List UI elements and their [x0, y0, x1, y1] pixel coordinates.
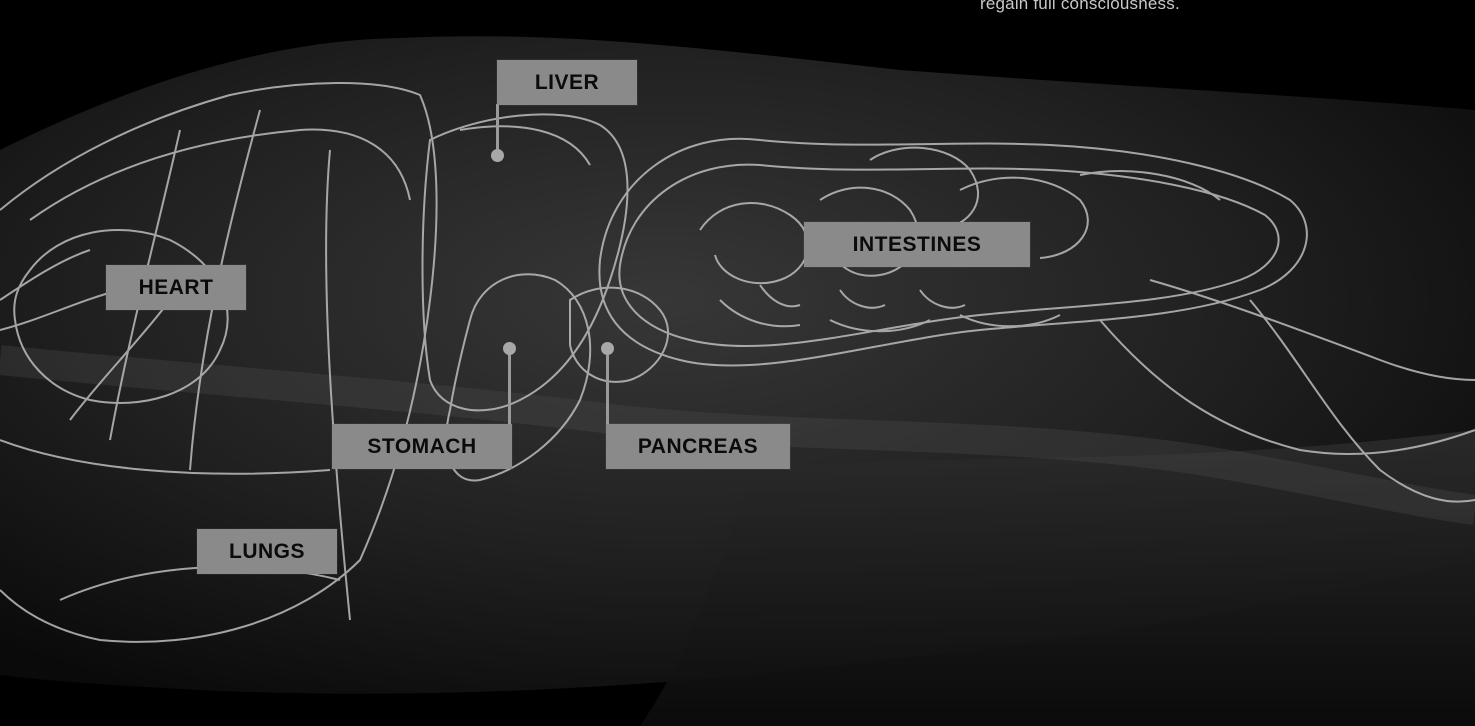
label-lungs-text: LUNGS [229, 540, 305, 564]
label-liver[interactable]: LIVER [497, 60, 637, 105]
liver-pin [491, 149, 504, 162]
label-heart[interactable]: HEART [106, 265, 246, 310]
liver-leader-line [496, 104, 499, 154]
pancreas-leader-line [606, 352, 609, 424]
label-liver-text: LIVER [535, 71, 599, 95]
stomach-pin [503, 342, 516, 355]
label-intestines[interactable]: INTESTINES [804, 222, 1030, 267]
label-pancreas[interactable]: PANCREAS [606, 424, 790, 469]
label-lungs[interactable]: LUNGS [197, 529, 337, 574]
label-heart-text: HEART [139, 276, 214, 300]
pancreas-pin [601, 342, 614, 355]
label-stomach[interactable]: STOMACH [332, 424, 512, 469]
label-stomach-text: STOMACH [367, 435, 476, 459]
label-pancreas-text: PANCREAS [638, 435, 758, 459]
caption-text: regain full consciousness. [980, 0, 1180, 14]
label-intestines-text: INTESTINES [853, 233, 982, 257]
stomach-leader-line [508, 352, 511, 424]
